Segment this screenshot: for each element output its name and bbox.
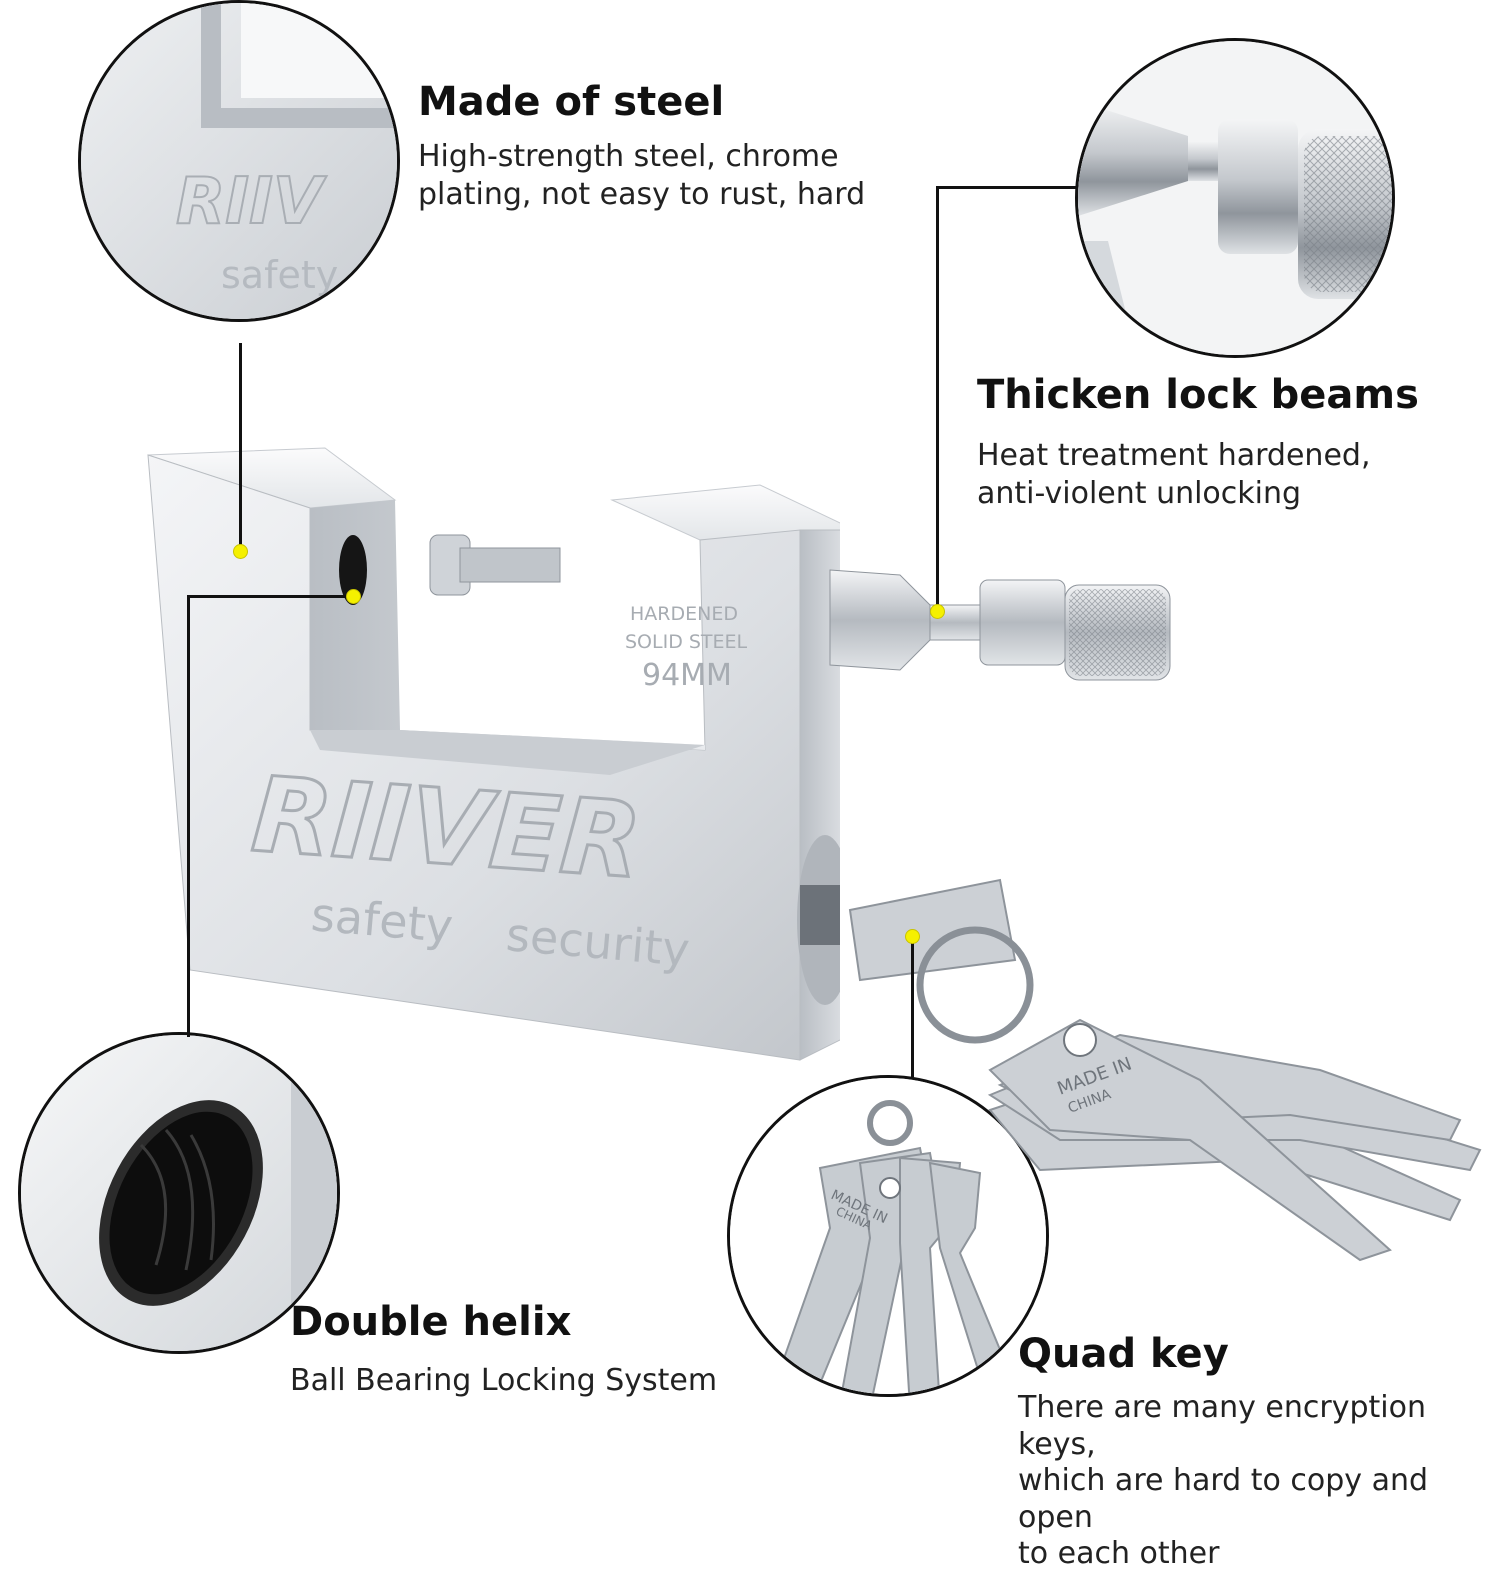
leader-helix-h — [187, 595, 353, 598]
lock-tagline-safety: safety — [309, 887, 455, 953]
feature-line: High-strength steel, chrome — [418, 139, 839, 174]
lock-beam — [825, 565, 1175, 685]
feature-title: Made of steel — [418, 79, 725, 125]
beam-closeup-circle — [1075, 38, 1395, 358]
marker-dot-helix — [346, 589, 361, 604]
steel-closeup-circle: RIIV safety — [78, 0, 400, 322]
marker-dot-beam — [930, 604, 945, 619]
feature-line: plating, not easy to rust, hard — [418, 177, 866, 213]
keys-closeup-circle: MADE IN CHINA — [727, 1075, 1049, 1397]
feature-quad-key: Quad key There are many encryption keys,… — [1018, 1332, 1500, 1573]
feature-title: Thicken lock beams — [977, 372, 1419, 418]
steel-closeup-icon: RIIV safety — [81, 3, 397, 319]
leader-beam-h — [936, 186, 1076, 189]
leader-keys — [911, 937, 914, 1077]
feature-line: to each other — [1018, 1536, 1220, 1572]
feature-line: There are many encryption keys, — [1018, 1390, 1426, 1462]
padlock-icon: RIIVER safety security HARDENED SOLID ST… — [147, 447, 840, 1061]
feature-title: Double helix — [290, 1299, 572, 1345]
feature-double-helix: Double helix Ball Bearing Locking System — [290, 1300, 717, 1400]
feature-line: Ball Bearing Locking System — [290, 1363, 718, 1398]
marker-dot-steel — [233, 544, 248, 559]
keys-icon: MADE IN CHINA — [848, 878, 1482, 1262]
feature-line: Heat treatment hardened, — [977, 438, 1371, 473]
zoom-tagline-text: safety — [221, 253, 338, 297]
lock-beam-icon — [829, 569, 1171, 681]
beam-closeup-icon — [1078, 41, 1392, 355]
marker-dot-keys — [905, 929, 920, 944]
lock-stamp-line-2: SOLID STEEL — [625, 631, 748, 653]
leader-beam-v — [936, 186, 939, 612]
lock-brand-text: RIIVER — [248, 753, 645, 902]
lock-stamp-line-3: 94MM — [642, 658, 732, 693]
keys-closeup-icon: MADE IN CHINA — [730, 1078, 1046, 1394]
feature-title: Quad key — [1018, 1331, 1229, 1377]
padlock: RIIVER safety security HARDENED SOLID ST… — [140, 430, 840, 1070]
lock-stamp-line-1: HARDENED — [630, 603, 738, 625]
keys: MADE IN CHINA — [840, 870, 1490, 1270]
feature-line: which are hard to copy and open — [1018, 1463, 1429, 1535]
feature-thicken-lock-beams: Thicken lock beams Heat treatment harden… — [977, 373, 1419, 514]
keyhole-closeup-icon — [21, 1035, 337, 1351]
leader-helix-v — [187, 595, 190, 1037]
keyhole-closeup-circle — [18, 1032, 340, 1354]
feature-made-of-steel: Made of steel High-strength steel, chrom… — [418, 80, 865, 215]
feature-line: anti-violent unlocking — [977, 476, 1302, 512]
zoom-brand-text: RIIV — [176, 165, 327, 239]
leader-steel — [239, 343, 242, 553]
